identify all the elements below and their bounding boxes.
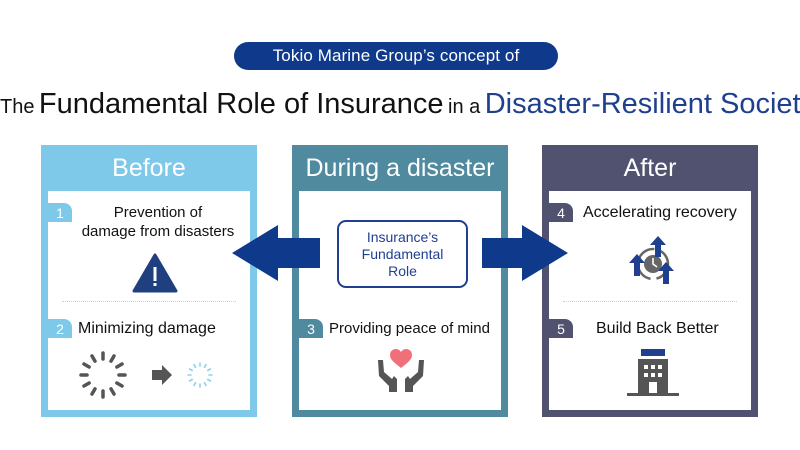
concept-pill: Tokio Marine Group’s concept of bbox=[234, 42, 558, 70]
role-line: Role bbox=[388, 262, 417, 279]
column-body: 1 Prevention of damage from disasters 2 … bbox=[48, 191, 250, 410]
damage-reduction-icon bbox=[79, 351, 213, 399]
column-during: During a disaster Insurance’s Fundamenta… bbox=[292, 145, 508, 417]
arrow-right-icon bbox=[482, 225, 568, 281]
page-title: The Fundamental Role of Insurance in a D… bbox=[0, 84, 800, 129]
role-line: Insurance’s bbox=[366, 228, 439, 245]
step-badge-5: 5 bbox=[549, 319, 573, 338]
title-highlight: Disaster-Resilient Society bbox=[484, 88, 800, 120]
divider bbox=[62, 301, 236, 302]
step-label-4: Accelerating recovery bbox=[583, 204, 737, 221]
step-badge-4: 4 bbox=[549, 203, 573, 222]
ring-dash bbox=[203, 363, 207, 369]
step-label-line: Prevention of bbox=[113, 204, 203, 221]
title-connector: in a bbox=[448, 96, 481, 118]
ring-dash bbox=[203, 381, 207, 387]
column-before: Before 1 Prevention of damage from disas… bbox=[41, 145, 257, 417]
insurance-role-box: Insurance’s Fundamental Role bbox=[337, 220, 468, 288]
step-badge-2: 2 bbox=[48, 319, 72, 338]
ring-dash bbox=[82, 362, 91, 369]
column-body: Insurance’s Fundamental Role 3 Providing… bbox=[299, 191, 501, 410]
ring-dash bbox=[115, 362, 124, 369]
ring-dash bbox=[115, 381, 124, 388]
building-icon bbox=[627, 349, 679, 396]
ring-dash bbox=[82, 381, 91, 388]
ring-dash bbox=[90, 387, 97, 396]
arrow-left-icon bbox=[232, 225, 320, 281]
column-body: 4 Accelerating recovery 5 Build Back Bet… bbox=[549, 191, 751, 410]
ring-dash bbox=[188, 378, 194, 382]
step-label-line: damage from disasters bbox=[81, 223, 235, 240]
title-main: Fundamental Role of Insurance bbox=[38, 88, 444, 120]
ring-dash bbox=[206, 368, 212, 372]
ring-dash bbox=[109, 354, 116, 363]
title-prefix: The bbox=[0, 96, 35, 118]
step-badge-3: 3 bbox=[299, 319, 323, 338]
warning-triangle-icon bbox=[132, 253, 178, 293]
step-label-1: Prevention of damage from disasters bbox=[68, 203, 248, 241]
column-heading: During a disaster bbox=[305, 153, 495, 182]
divider bbox=[563, 301, 737, 302]
step-label-5: Build Back Better bbox=[596, 320, 719, 337]
step-label-3: Providing peace of mind bbox=[329, 320, 490, 337]
hands-heart-icon bbox=[378, 349, 424, 392]
recovery-clock-arrows-icon bbox=[629, 236, 674, 284]
ring-dash bbox=[206, 378, 212, 382]
step-badge-1: 1 bbox=[48, 203, 72, 222]
column-after: After 4 Accelerating recovery 5 Build Ba… bbox=[542, 145, 758, 417]
column-heading: After bbox=[623, 153, 677, 182]
ring-dash bbox=[188, 368, 194, 372]
ring-dash bbox=[90, 354, 97, 363]
ring-dash bbox=[193, 381, 197, 387]
column-heading: Before bbox=[112, 153, 186, 182]
role-line: Fundamental bbox=[361, 245, 444, 262]
step-label-2: Minimizing damage bbox=[78, 320, 216, 337]
ring-dash bbox=[109, 387, 116, 396]
ring-dash bbox=[193, 363, 197, 369]
